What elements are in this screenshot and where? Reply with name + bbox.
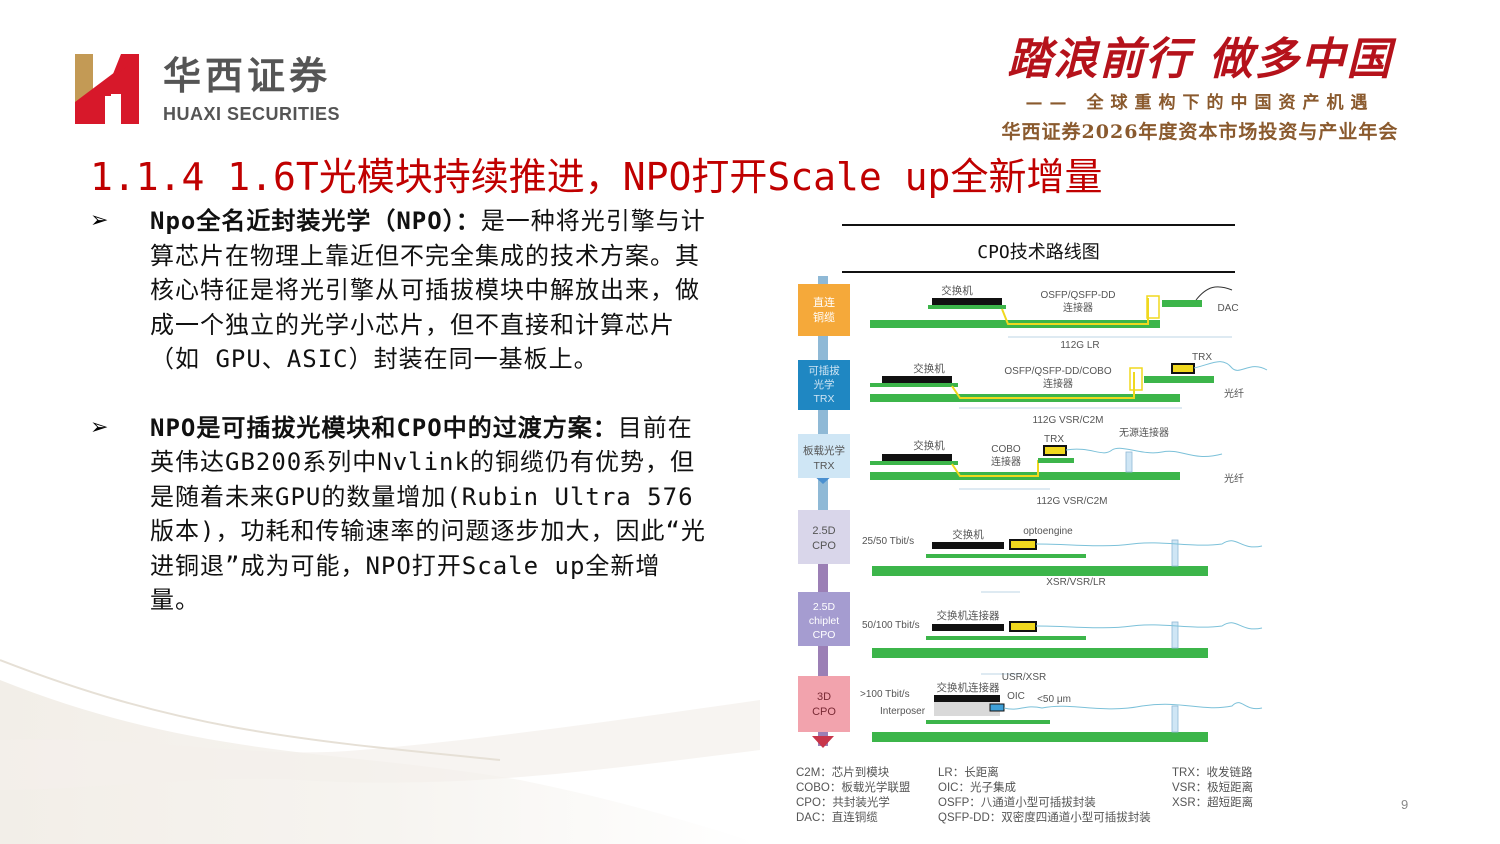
- svg-text:XSR/VSR/LR: XSR/VSR/LR: [1046, 577, 1105, 588]
- legend-item: QSFP-DD：双密度四通道小型可插拔封装: [938, 812, 1151, 824]
- brand-name-en: HUAXI SECURITIES: [163, 104, 341, 124]
- row-25d-chiplet-cpo: 50/100 Tbit/s 交换机连接器 USR/XSR: [862, 609, 1263, 683]
- svg-text:TRX: TRX: [1192, 352, 1212, 363]
- svg-text:TRX: TRX: [814, 393, 835, 405]
- svg-text:optoengine: optoengine: [1023, 526, 1073, 537]
- row-3d-cpo: >100 Tbit/s Interposer 交换机连接器 OIC <50 μm: [860, 681, 1263, 742]
- stage-box-3d-cpo: 3D CPO: [798, 676, 850, 732]
- svg-text:TRX: TRX: [814, 460, 835, 472]
- legend-column: C2M：芯片到模块 COBO：板载光学联盟 CPO：共封装光学 DAC：直连铜缆: [796, 766, 910, 826]
- svg-text:交换机: 交换机: [913, 439, 945, 452]
- row-onboard: 交换机 COBO 连接器 TRX 无源连接器 光纤 112G VSR/C2M: [870, 426, 1244, 507]
- legend-item: OSFP：八通道小型可插拔封装: [938, 797, 1096, 809]
- svg-text:交换机连接器: 交换机连接器: [937, 681, 1000, 694]
- legend-item: XSR：超短距离: [1172, 797, 1254, 809]
- legend-item: TRX：收发链路: [1172, 767, 1253, 779]
- svg-text:COBO: COBO: [991, 444, 1021, 455]
- bullet-item: ➢ Npo全名近封装光学（NPO）：是一种将光引擎与计算芯片在物理上靠近但不完全…: [90, 204, 720, 377]
- svg-text:连接器: 连接器: [991, 455, 1021, 468]
- svg-text:光学: 光学: [814, 378, 835, 391]
- figure-top-rule: [842, 224, 1235, 226]
- stage-box-dac: 直连 铜缆: [798, 284, 850, 336]
- slogan-main: 踏浪前行 做多中国: [1007, 34, 1393, 85]
- bullet-body: 目前在英伟达GB200系列中Nvlink的铜缆仍有优势，但是随着未来GPU的数量…: [150, 413, 706, 615]
- legend-item: C2M：芯片到模块: [796, 767, 890, 779]
- svg-text:TRX: TRX: [1044, 434, 1064, 445]
- svg-text:铜缆: 铜缆: [813, 310, 835, 324]
- bullet-heading: NPO是可插拔光模块和CPO中的过渡方案：: [150, 413, 618, 442]
- brand-name-cn: 华西证券: [163, 53, 332, 98]
- svg-text:交换机: 交换机: [952, 528, 984, 541]
- svg-text:连接器: 连接器: [1043, 377, 1073, 390]
- svg-text:USR/XSR: USR/XSR: [1002, 672, 1046, 683]
- svg-text:可插拔: 可插拔: [808, 364, 840, 377]
- svg-text:连接器: 连接器: [1063, 301, 1093, 314]
- svg-text:<50 μm: <50 μm: [1037, 694, 1071, 705]
- row-dac: 交换机 OSFP/QSFP-DD 连接器 DAC 112G LR: [870, 284, 1239, 351]
- svg-text:112G LR: 112G LR: [1060, 340, 1099, 351]
- slide-title: 1.1.4 1.6T光模块持续推进，NPO打开Scale up全新增量: [90, 155, 1103, 199]
- svg-text:CPO: CPO: [813, 629, 836, 641]
- stage-box-25d-chiplet-cpo: 2.5D chiplet CPO: [798, 592, 850, 646]
- svg-text:光纤: 光纤: [1224, 472, 1244, 485]
- cpo-roadmap-diagram: 直连 铜缆 可插拔 光学 TRX 板载光学 TRX 2.5D CPO 2.5D …: [762, 276, 1290, 828]
- cpo-roadmap-figure: CPO技术路线图 直连 铜缆 可插拔 光学 TRX 板载光学 TRX 2.5D …: [762, 218, 1290, 828]
- legend-item: OIC：光子集成: [938, 782, 1016, 794]
- svg-text:112G VSR/C2M: 112G VSR/C2M: [1037, 496, 1108, 507]
- legend-item: LR：长距离: [938, 767, 999, 779]
- svg-text:CPO: CPO: [812, 540, 836, 552]
- svg-text:25/50 Tbit/s: 25/50 Tbit/s: [862, 536, 914, 547]
- stage-box-onboard: 板载光学 TRX: [798, 434, 850, 478]
- svg-text:板载光学: 板载光学: [803, 444, 845, 457]
- arrow-bullet-icon: ➢: [90, 414, 109, 440]
- svg-text:直连: 直连: [813, 295, 835, 309]
- slogan-event-name: 华西证券2026年度资本市场投资与产业年会: [1001, 121, 1399, 143]
- svg-text:>100 Tbit/s: >100 Tbit/s: [860, 689, 910, 700]
- svg-text:112G VSR/C2M: 112G VSR/C2M: [1033, 415, 1104, 426]
- svg-text:Interposer: Interposer: [880, 706, 926, 717]
- svg-text:OSFP/QSFP-DD: OSFP/QSFP-DD: [1040, 290, 1115, 301]
- arrow-bullet-icon: ➢: [90, 208, 109, 233]
- bullet-heading: Npo全名近封装光学（NPO）：: [150, 207, 481, 235]
- stage-box-pluggable: 可插拔 光学 TRX: [798, 360, 850, 410]
- legend-item: COBO：板载光学联盟: [796, 782, 911, 794]
- svg-text:3D: 3D: [817, 691, 831, 703]
- svg-text:无源连接器: 无源连接器: [1119, 426, 1169, 439]
- svg-text:交换机: 交换机: [913, 362, 945, 375]
- svg-text:chiplet: chiplet: [809, 615, 839, 627]
- legend-item: CPO：共封装光学: [796, 797, 890, 809]
- legend-column: LR：长距离 OIC：光子集成 OSFP：八通道小型可插拔封装 QSFP-DD：…: [938, 766, 1151, 826]
- legend-column: TRX：收发链路 VSR：极短距离 XSR：超短距离: [1172, 766, 1253, 811]
- svg-text:光纤: 光纤: [1224, 387, 1244, 400]
- brand-logo: 华西证券 HUAXI SECURITIES: [75, 54, 340, 125]
- stage-box-25d-cpo: 2.5D CPO: [798, 510, 850, 564]
- event-slogan: 踏浪前行 做多中国 —— 全球重构下的中国资产机遇 华西证券2026年度资本市场…: [985, 34, 1415, 144]
- bullet-item: ➢ NPO是可插拔光模块和CPO中的过渡方案：目前在英伟达GB200系列中Nvl…: [90, 411, 720, 618]
- bullet-list: ➢ Npo全名近封装光学（NPO）：是一种将光引擎与计算芯片在物理上靠近但不完全…: [90, 204, 720, 652]
- svg-text:2.5D: 2.5D: [812, 525, 835, 537]
- svg-text:OIC: OIC: [1007, 691, 1025, 702]
- page-number: 9: [1401, 797, 1409, 812]
- row-pluggable: 交换机 OSFP/QSFP-DD/COBO 连接器 TRX 光纤 112G VS…: [870, 352, 1268, 426]
- huaxi-h-logo-icon: [75, 54, 139, 124]
- svg-text:DAC: DAC: [1217, 303, 1238, 314]
- slogan-subtitle: —— 全球重构下的中国资产机遇: [1025, 93, 1375, 113]
- legend-item: DAC：直连铜缆: [796, 812, 878, 824]
- svg-text:交换机: 交换机: [941, 284, 973, 297]
- bullet-body: 是一种将光引擎与计算芯片在物理上靠近但不完全集成的技术方案。其核心特征是将光引擎…: [150, 207, 706, 373]
- svg-text:交换机连接器: 交换机连接器: [937, 609, 1000, 622]
- svg-text:OSFP/QSFP-DD/COBO: OSFP/QSFP-DD/COBO: [1004, 366, 1111, 377]
- figure-title: CPO技术路线图: [977, 242, 1100, 263]
- svg-text:50/100 Tbit/s: 50/100 Tbit/s: [862, 620, 920, 631]
- svg-text:CPO: CPO: [812, 706, 836, 718]
- row-25d-cpo: 25/50 Tbit/s 交换机 optoengine XSR/VSR/LR: [862, 526, 1263, 593]
- figure-bottom-rule: [842, 271, 1235, 273]
- svg-text:2.5D: 2.5D: [813, 601, 836, 613]
- legend-item: VSR：极短距离: [1172, 782, 1254, 794]
